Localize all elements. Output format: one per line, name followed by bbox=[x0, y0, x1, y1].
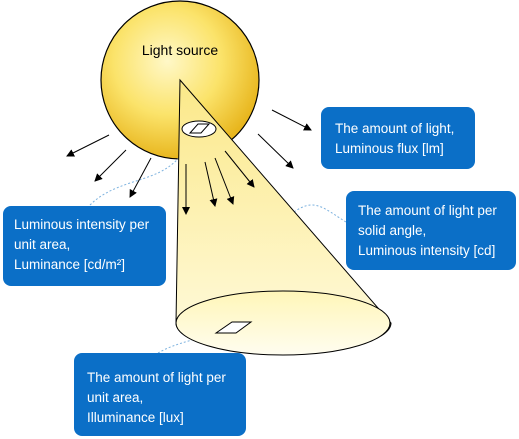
illuminated-surface-patch bbox=[214, 321, 253, 334]
arrow-lower-right-1 bbox=[224, 150, 255, 188]
callout-luminance-line-1: Luminous intensity per bbox=[14, 217, 150, 232]
arrow-upper-right bbox=[271, 109, 312, 131]
callout-illuminance-line-1: The amount of light per bbox=[87, 370, 226, 385]
callout-intensity-line-1: The amount of light per bbox=[358, 203, 497, 218]
arrow-down-1 bbox=[204, 161, 218, 207]
callout-illuminance-line-3: Illuminance [lux] bbox=[87, 410, 184, 425]
leader-line-illuminance bbox=[157, 331, 226, 354]
arrow-lower-right-2 bbox=[214, 157, 235, 205]
callout-luminance: Luminous intensity per unit area, Lumina… bbox=[3, 206, 166, 286]
callout-intensity-line-3: Luminous intensity [cd] bbox=[358, 243, 496, 258]
arrow-right bbox=[257, 133, 294, 169]
callout-luminous-intensity: The amount of light per solid angle, Lum… bbox=[346, 191, 516, 270]
arrow-left-3 bbox=[129, 157, 152, 198]
arrow-left-1 bbox=[66, 134, 110, 157]
callout-flux-line-1: The amount of light, bbox=[335, 121, 455, 136]
callout-intensity-line-2: solid angle, bbox=[358, 223, 427, 238]
callout-illuminance-line-2: unit area, bbox=[87, 390, 144, 405]
callout-luminance-line-2: unit area, bbox=[14, 237, 71, 252]
source-surface-patch bbox=[188, 123, 211, 134]
emission-arrows bbox=[66, 109, 312, 215]
callout-flux-line-2: Luminous flux [lm] bbox=[335, 141, 444, 156]
light-source-label: Light source bbox=[141, 42, 219, 58]
callout-luminous-flux: The amount of light, Luminous flux [lm] bbox=[321, 107, 475, 169]
callout-luminance-line-3: Luminance [cd/m²] bbox=[14, 257, 126, 272]
arrow-left-2 bbox=[94, 149, 127, 182]
callout-illuminance: The amount of light per unit area, Illum… bbox=[74, 353, 246, 436]
cone-base-ellipse bbox=[175, 290, 391, 356]
